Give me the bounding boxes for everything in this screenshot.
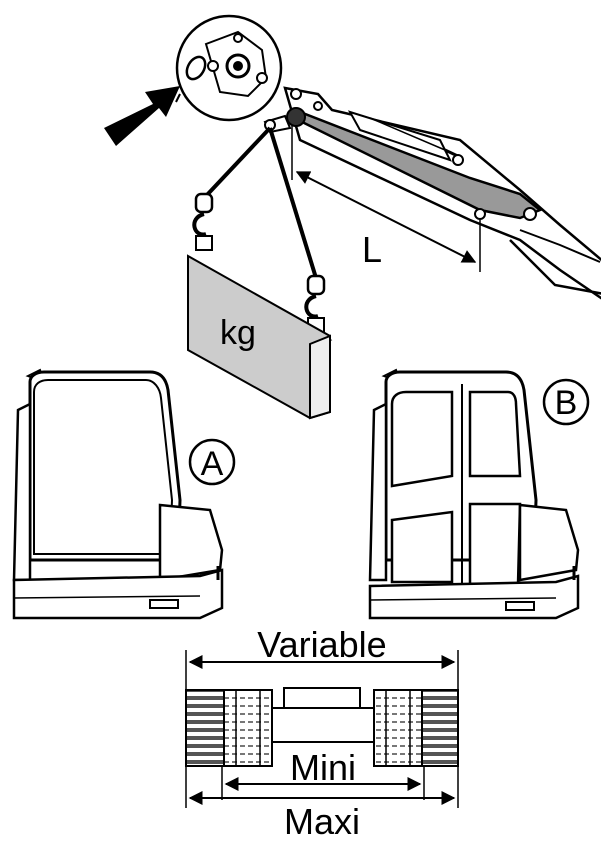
cab-b-closed: B — [368, 368, 590, 620]
load-weight: kg — [187, 254, 333, 420]
boom-arm — [263, 86, 601, 300]
black-arrow-icon — [104, 86, 180, 146]
cab-a-label: A — [201, 445, 224, 483]
cab-a-open: A — [12, 368, 236, 620]
lifting-slings — [192, 126, 326, 333]
magnifier-circle-icon — [175, 14, 283, 122]
undercarriage-top-view: Variable Mini Maxi — [185, 624, 459, 841]
mass-label: kg — [220, 314, 256, 352]
cab-a-badge — [188, 438, 236, 486]
maxi-label: Maxi — [284, 801, 360, 841]
variable-label: Variable — [257, 624, 386, 665]
lift-section: L kg — [104, 14, 601, 420]
cab-b-badge — [542, 378, 590, 426]
cab-b-label: B — [555, 384, 578, 422]
length-label: L — [362, 229, 382, 270]
mini-label: Mini — [290, 747, 356, 788]
length-dimension: L — [291, 126, 481, 272]
